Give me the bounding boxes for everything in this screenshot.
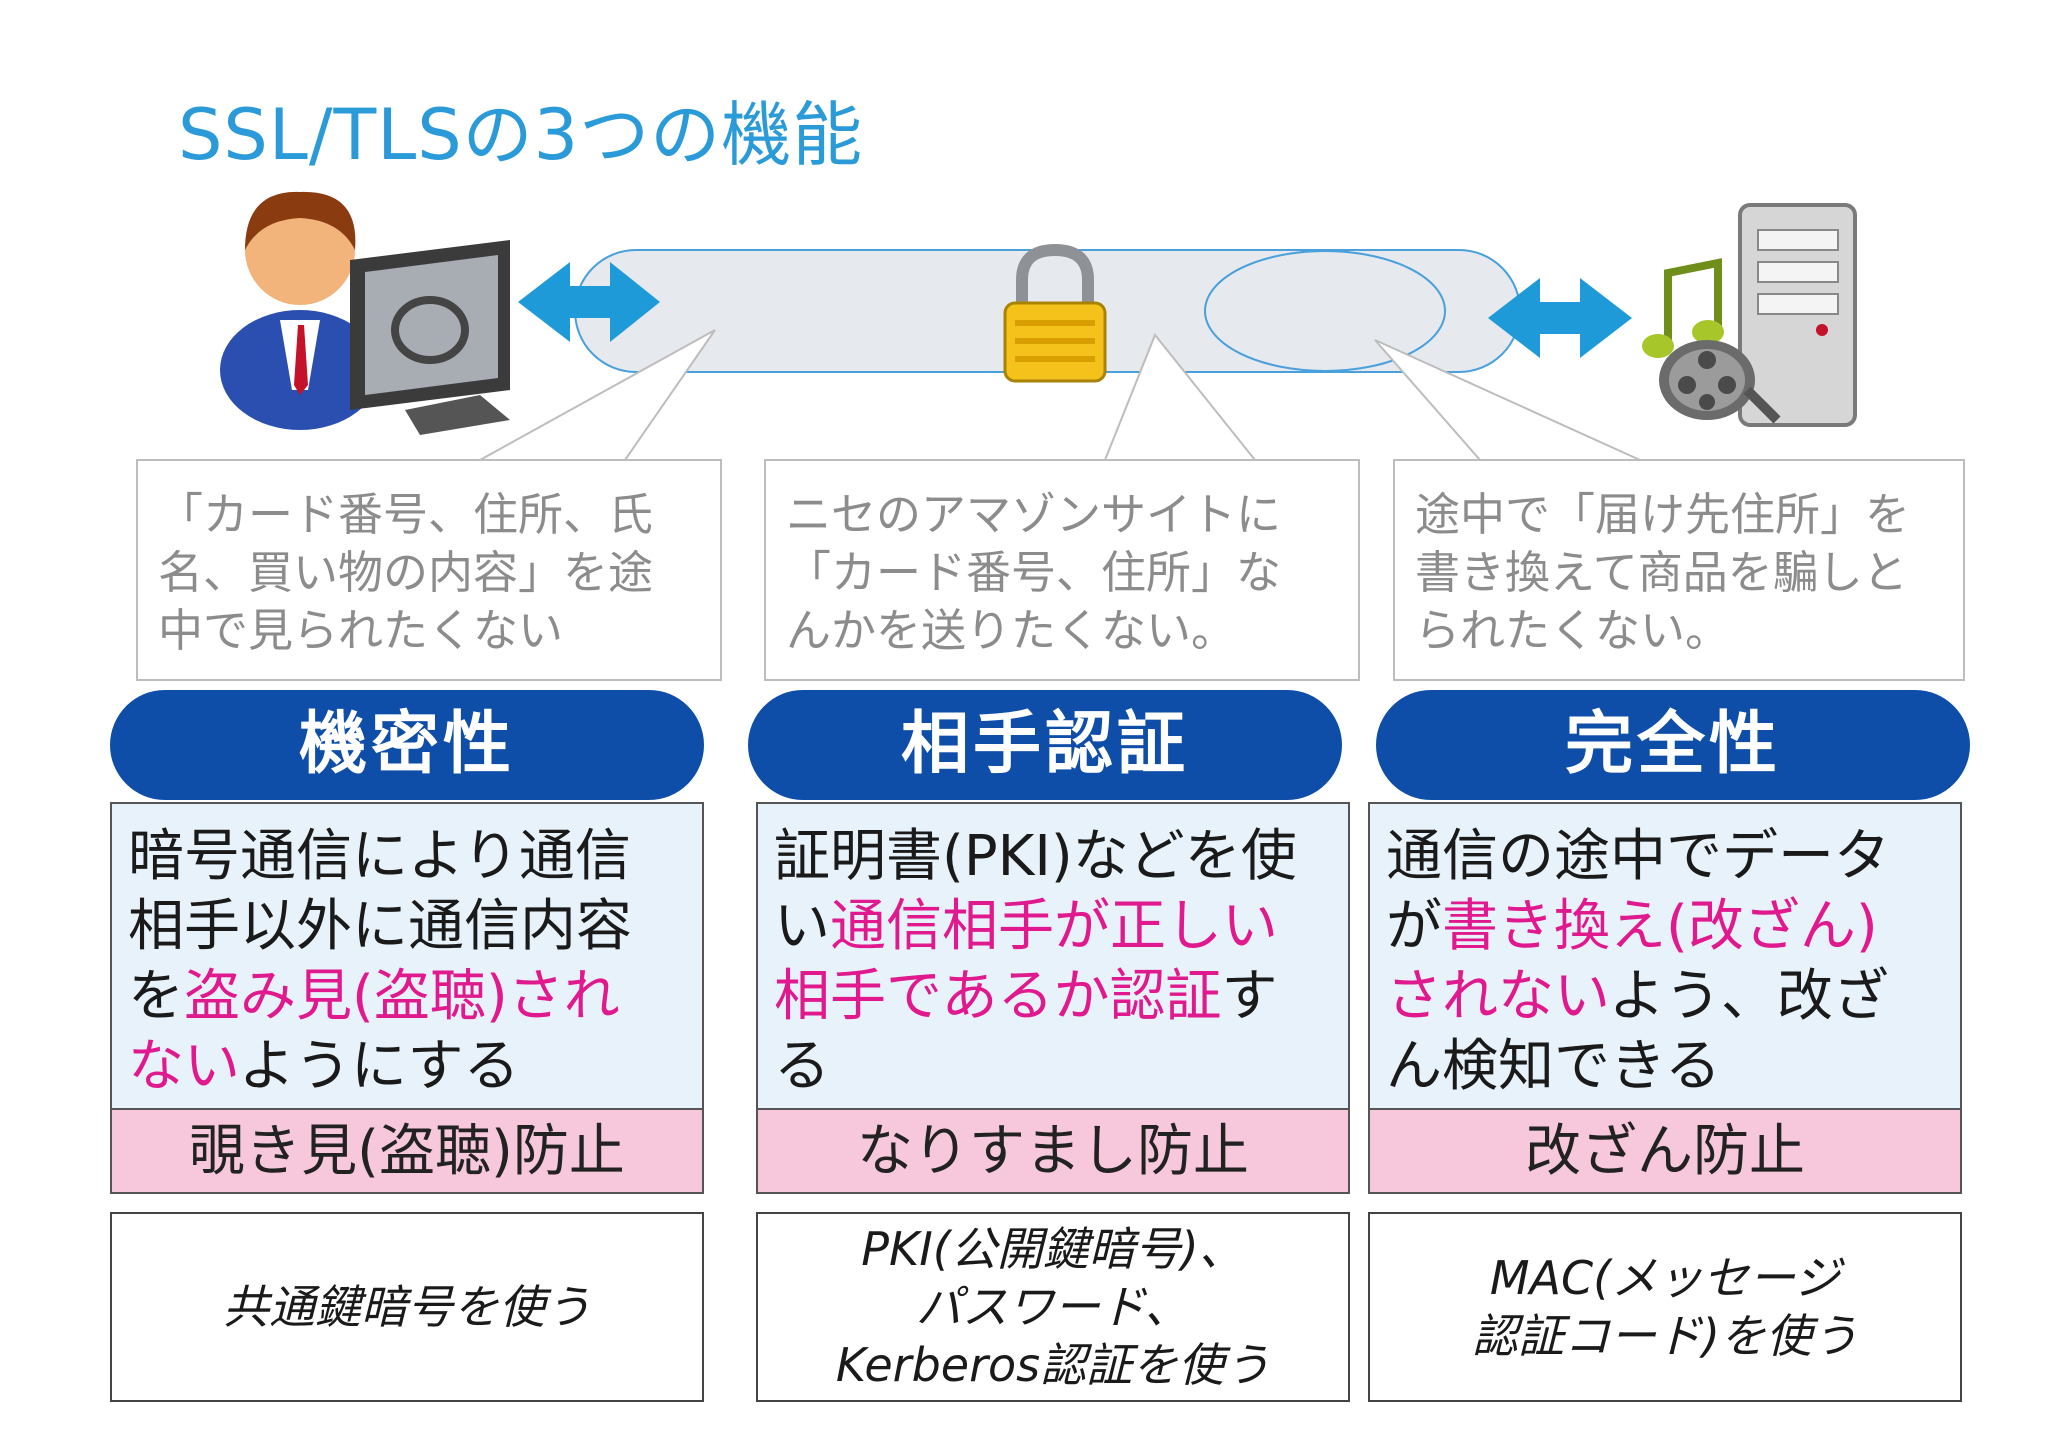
callout-integrity: 途中で「届け先住所」を 書き換えて商品を騙しと られたくない。 [1393,459,1965,681]
desc-text: 証明書(PKI)などを使 [774,824,1297,889]
music-note-icon [1642,258,1724,358]
callout-tail-right [1374,339,1641,461]
desc-text: 暗号通信により通信 [128,824,631,889]
label-authentication: 相手認証 [748,690,1342,800]
desc-line: 相手であるか認証す [774,962,1348,1032]
description-authentication: 証明書(PKI)などを使 い通信相手が正しい 相手であるか認証す る [756,802,1350,1110]
desc-line: ん検知できる [1386,1032,1960,1102]
desc-text: る [774,1034,830,1099]
slide-title: SSL/TLSの3つの機能 [178,94,864,176]
method-integrity: MAC(メッセージ 認証コード)を使う [1368,1212,1962,1402]
desc-text: を [128,964,184,1029]
desc-line: 相手以外に通信内容 [128,892,702,962]
desc-text: い [774,894,830,959]
prevention-integrity: 改ざん防止 [1368,1108,1962,1194]
film-reel-icon [1659,340,1781,424]
callout-tail-middle [1104,333,1256,461]
padlock-icon [1003,243,1107,383]
desc-text: す [1221,964,1278,1029]
desc-text: ようにする [238,1034,520,1099]
desc-highlight: 相手であるか認証 [774,964,1222,1029]
prevention-confidentiality: 覗き見(盗聴)防止 [110,1108,704,1194]
desc-highlight: されない [1386,964,1609,1029]
callout-confidentiality: 「カード番号、住所、氏 名、買い物の内容」を途 中で見られたくない [136,459,722,681]
desc-line: 暗号通信により通信 [128,822,702,892]
tunnel-end-ellipse [1204,250,1446,372]
desc-highlight: 盗み見(盗聴)され [184,964,620,1029]
desc-line: ないようにする [128,1032,702,1102]
desc-highlight: ない [128,1034,239,1099]
label-confidentiality: 機密性 [110,690,704,800]
prevention-authentication: なりすまし防止 [756,1108,1350,1194]
double-arrow-icon [518,262,660,342]
desc-highlight: 通信相手が正しい [830,894,1278,959]
desc-text: が [1386,894,1442,959]
description-integrity: 通信の途中でデータ が書き換え(改ざん) されないよう、改ざ ん検知できる [1368,802,1962,1110]
desc-line: る [774,1032,1348,1102]
callout-authentication: ニセのアマゾンサイトに 「カード番号、住所」な んかを送りたくない。 [764,459,1360,681]
description-confidentiality: 暗号通信により通信 相手以外に通信内容 を盗み見(盗聴)され ないようにする [110,802,704,1110]
label-integrity: 完全性 [1376,690,1970,800]
user-at-computer-icon [220,191,510,435]
desc-line: 通信の途中でデータ [1386,822,1960,892]
desc-line: い通信相手が正しい [774,892,1348,962]
desc-text: 通信の途中でデータ [1386,824,1890,889]
method-confidentiality: 共通鍵暗号を使う [110,1212,704,1402]
desc-line: を盗み見(盗聴)され [128,962,702,1032]
desc-text: 相手以外に通信内容 [128,894,632,959]
method-text: MAC(メッセージ 認証コード)を使う [1472,1251,1858,1363]
desc-line: されないよう、改ざ [1386,962,1960,1032]
desc-text: よう、改ざ [1608,964,1889,1029]
method-authentication: PKI(公開鍵暗号)、 パスワード、 Kerberos認証を使う [756,1212,1350,1402]
method-text: 共通鍵暗号を使う [223,1280,591,1334]
server-icon [1738,203,1857,427]
method-text: PKI(公開鍵暗号)、 パスワード、 Kerberos認証を使う [835,1222,1271,1392]
desc-line: 証明書(PKI)などを使 [774,822,1348,892]
desc-text: ん検知できる [1386,1034,1721,1099]
desc-line: が書き換え(改ざん) [1386,892,1960,962]
callout-tail-left [479,329,716,461]
desc-highlight: 書き換え(改ざん) [1442,894,1878,959]
double-arrow-icon [1488,278,1632,358]
